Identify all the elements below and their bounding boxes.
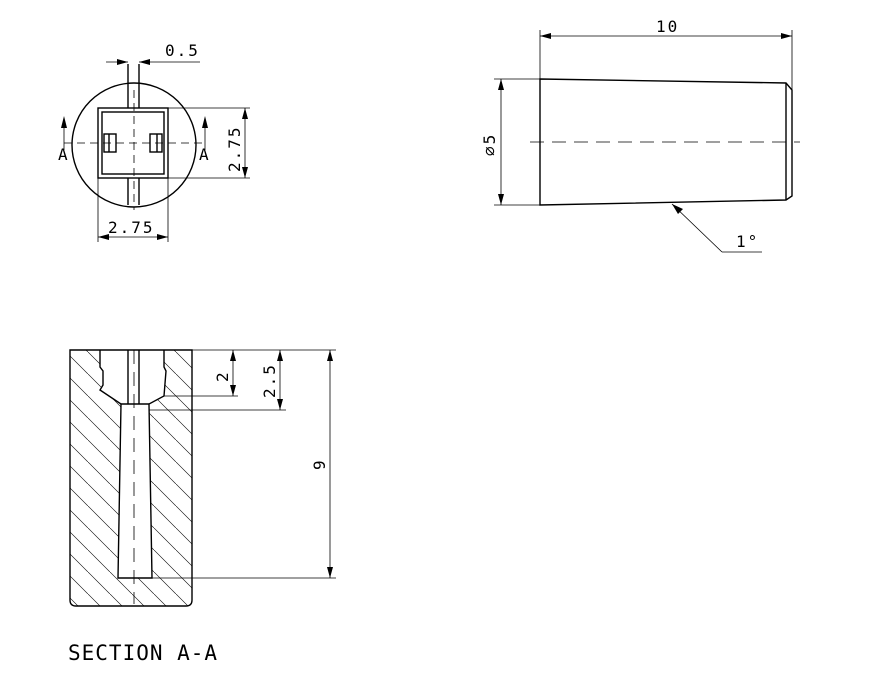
dim-slot-width xyxy=(106,59,200,65)
section-caption: SECTION A-A xyxy=(68,641,218,665)
section-marker-left-label: A xyxy=(58,145,68,164)
front-view-slot xyxy=(127,64,140,205)
section-marker-left xyxy=(61,116,67,150)
section-marker-right-label: A xyxy=(199,145,209,164)
dim-square-width-label: 2.75 xyxy=(108,218,155,237)
front-view-square-inner xyxy=(101,111,165,175)
dim-length-label: 10 xyxy=(656,17,679,36)
dim-depth-2-5-label: 2.5 xyxy=(260,363,279,398)
section-cavity-outline xyxy=(99,350,167,579)
dim-taper-label: 1° xyxy=(736,232,759,251)
dim-depth-9-label: 9 xyxy=(310,458,329,470)
dim-square-height xyxy=(168,107,250,179)
section-outer-outline xyxy=(69,349,193,607)
section-marker-right xyxy=(202,116,208,150)
dim-depth-2 xyxy=(164,349,238,397)
dim-square-width xyxy=(97,178,169,242)
dim-depth-9 xyxy=(152,349,336,579)
section-view: 2 2.5 9 SECTION A-A xyxy=(68,349,336,665)
dim-diameter-label: ⌀5 xyxy=(480,133,499,156)
section-hatch xyxy=(70,350,192,606)
dim-diameter xyxy=(494,78,540,206)
dim-length xyxy=(539,30,793,90)
front-view: A A 0.5 2.75 2 xyxy=(58,41,250,242)
dim-taper-leader xyxy=(671,203,762,253)
dim-depth-2-label: 2 xyxy=(213,370,232,382)
dim-slot-width-label: 0.5 xyxy=(165,41,200,60)
dim-square-height-label: 2.75 xyxy=(225,125,244,172)
side-view: 10 ⌀5 1° xyxy=(480,17,800,253)
dim-depth-2-5 xyxy=(149,349,286,411)
